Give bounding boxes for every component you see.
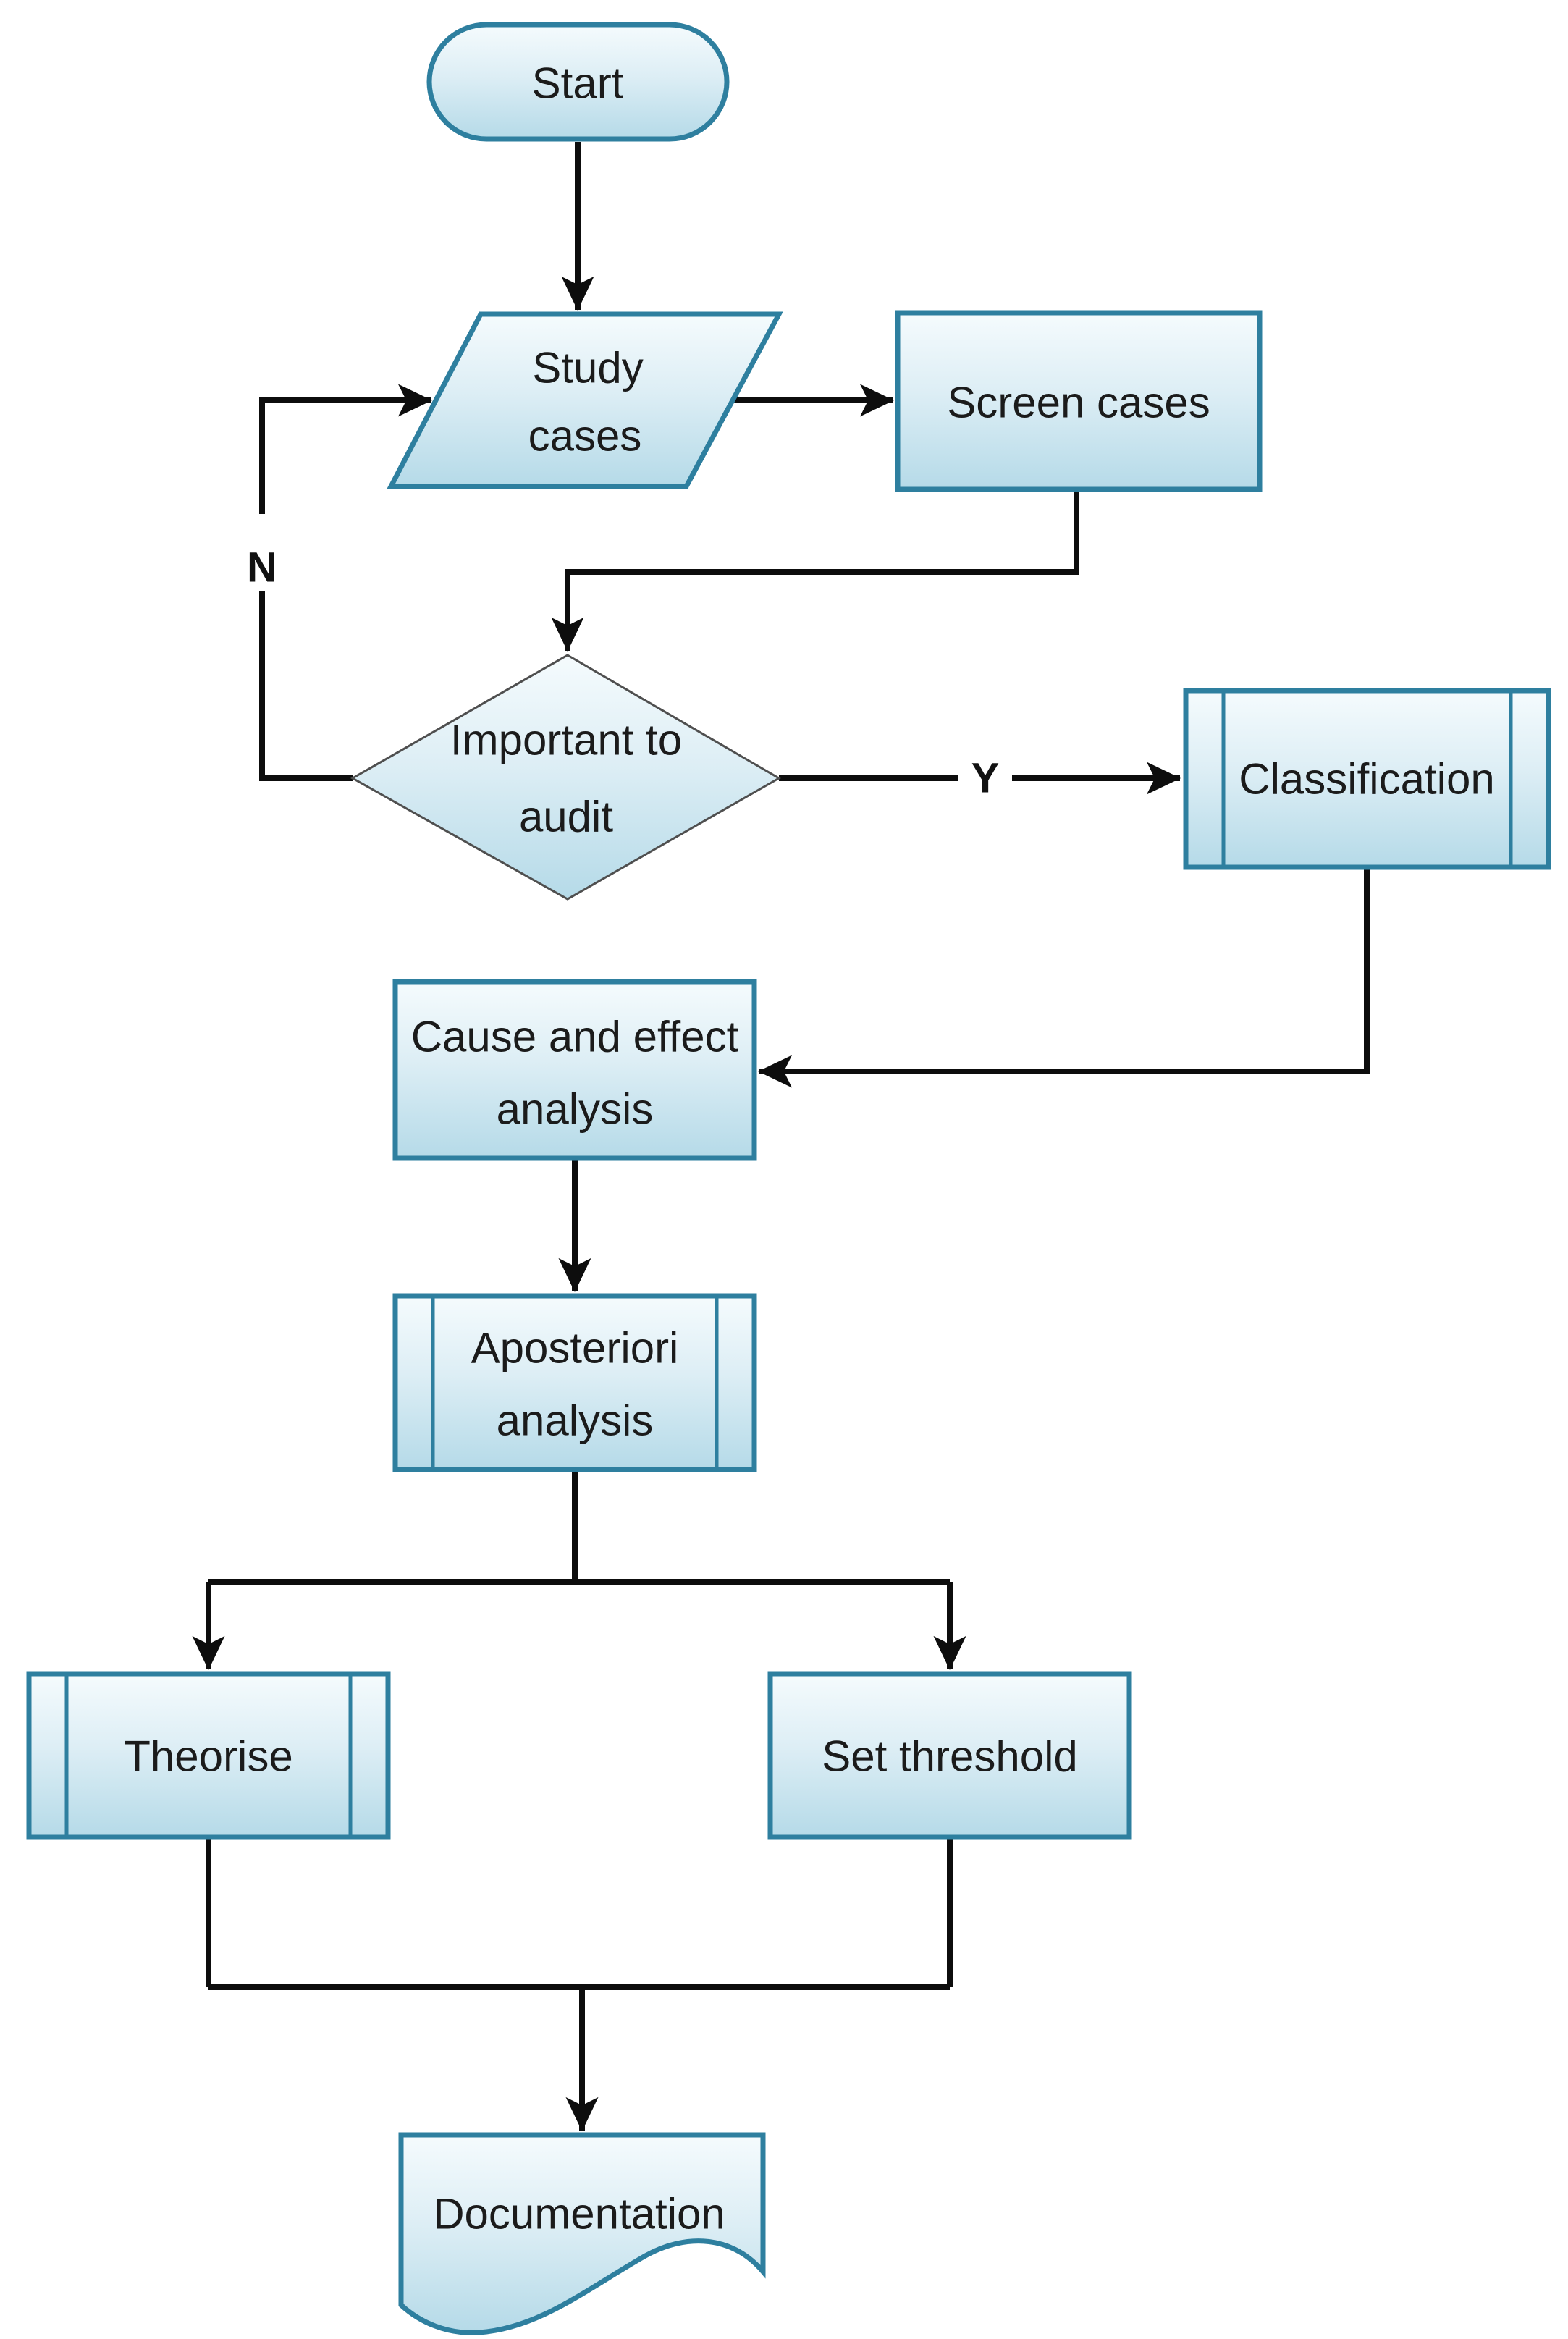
screen-cases-shape [895, 310, 1263, 492]
edge-aposteriori-split [208, 1470, 950, 1585]
theorise-label: Theorise [124, 1732, 292, 1781]
decision-shape [350, 654, 782, 901]
study-cases-label-line1: Study [532, 344, 643, 392]
node-theorise: Theorise [26, 1671, 391, 1840]
cause-effect-shape [392, 979, 757, 1161]
aposteriori-shape [392, 1293, 757, 1472]
documentation-shape [398, 2132, 766, 2335]
aposteriori-label-line1: Aposteriori [471, 1324, 679, 1373]
aposteriori-label-line2: analysis [497, 1396, 654, 1445]
classification-shape [1183, 688, 1551, 870]
documentation-label: Documentation [433, 2190, 725, 2238]
node-cause-effect: Cause and effect analysis [392, 979, 757, 1161]
edge-label-no: N [247, 544, 277, 591]
cause-effect-label-line1: Cause and effect [411, 1013, 739, 1061]
theorise-shape [26, 1671, 391, 1840]
edge-screen-decision [551, 491, 1079, 652]
node-documentation: Documentation [398, 2132, 766, 2335]
screen-cases-label: Screen cases [947, 379, 1210, 427]
set-threshold-label: Set threshold [822, 1732, 1078, 1781]
node-classification: Classification [1183, 688, 1551, 870]
node-decision: Important to audit [350, 654, 782, 901]
node-study-cases: Study cases [387, 311, 783, 489]
edge-classification-cause [757, 869, 1370, 1088]
node-screen-cases: Screen cases [895, 310, 1263, 492]
decision-label-line1: Important to [450, 716, 682, 764]
set-threshold-shape [767, 1671, 1132, 1840]
edge-merge-line [206, 1837, 953, 1990]
classification-label: Classification [1239, 755, 1494, 804]
node-aposteriori: Aposteriori analysis [392, 1293, 757, 1472]
start-label: Start [532, 59, 624, 108]
node-set-threshold: Set threshold [767, 1671, 1132, 1840]
node-start: Start [426, 22, 730, 142]
edge-label-yes-bg [958, 753, 1012, 804]
start-shape [426, 22, 730, 142]
study-cases-shape [387, 311, 783, 489]
cause-effect-label-line2: analysis [497, 1085, 654, 1134]
study-cases-label-line2: cases [528, 412, 642, 460]
edge-label-yes: Y [971, 755, 1000, 802]
edge-label-no-bg [239, 514, 285, 591]
decision-label-line2: audit [519, 793, 613, 841]
